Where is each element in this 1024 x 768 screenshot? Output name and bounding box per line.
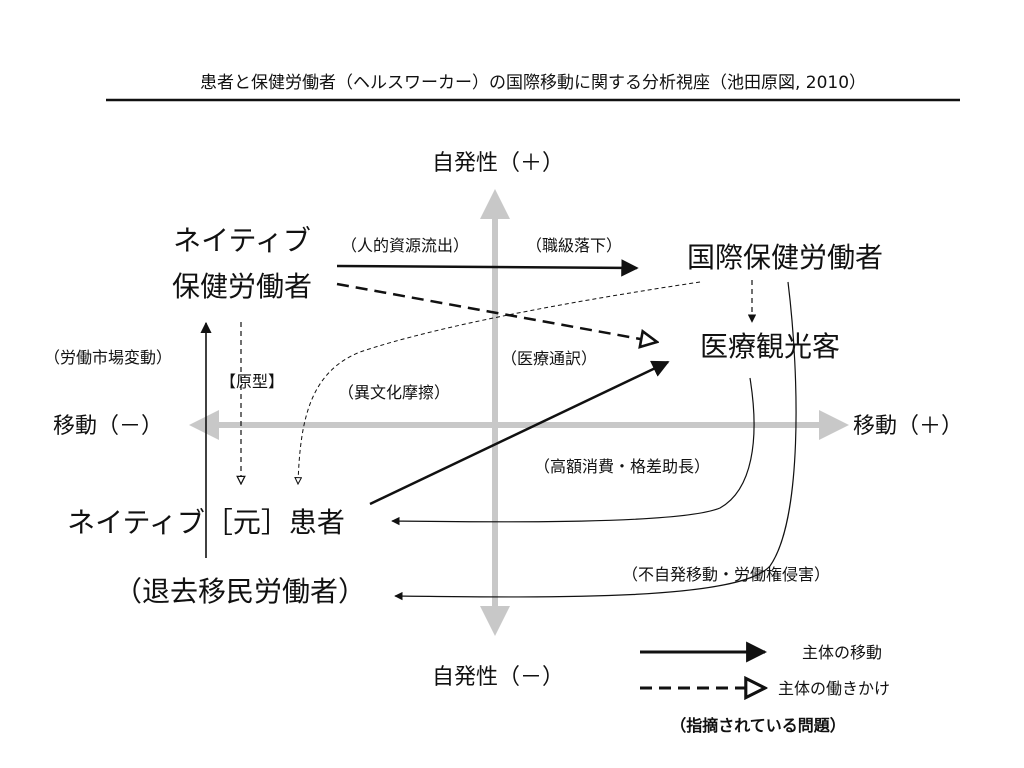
arrow-native-worker-to-international-worker xyxy=(336,259,639,277)
label-high-spending: （高額消費・格差助長） xyxy=(534,457,710,476)
label-medical-interpretation: （医療通訳） xyxy=(501,349,597,368)
dashed-arrow-cultural-friction xyxy=(298,281,701,484)
label-human-resource-outflow: （人的資源流出） xyxy=(341,236,469,255)
node-retired-migrant-worker: （退去移民労働者） xyxy=(114,575,366,608)
arrow-medical-tourist-return xyxy=(391,377,755,526)
page-title: 患者と保健労働者（ヘルスワーカー）の国際移動に関する分析視座（池田原図, 201… xyxy=(200,73,866,93)
axis-label-y-positive: 自発性（＋） xyxy=(432,151,564,176)
axis-label-y-negative: 自発性（－） xyxy=(432,665,564,690)
label-cultural-friction: （異文化摩擦） xyxy=(338,383,450,402)
node-international-health-worker: 国際保健労働者 xyxy=(687,241,883,274)
arrow-native-patient-to-medical-tourist xyxy=(369,360,670,506)
axis-label-x-negative: 移動（－） xyxy=(53,414,163,439)
node-medical-tourist: 医療観光客 xyxy=(700,330,840,363)
label-job-demotion: （職級落下） xyxy=(526,236,622,255)
legend-dashed-label: 主体の働きかけ xyxy=(778,679,890,698)
legend-solid-label: 主体の移動 xyxy=(802,643,882,662)
axis-label-x-positive: 移動（＋） xyxy=(853,414,963,439)
label-prototype: 【原型】 xyxy=(220,372,284,391)
dashed-arrow-native-worker-to-medical-tourist xyxy=(336,282,657,342)
arrow-international-worker-return xyxy=(394,281,797,601)
label-labor-market-change: （労働市場変動） xyxy=(44,348,172,367)
node-native-health-worker-line2: 保健労働者 xyxy=(172,270,312,303)
legend-note: （指摘されている問題） xyxy=(670,716,846,735)
label-involuntary-movement: （不自発移動・労働権侵害） xyxy=(622,565,830,584)
node-native-health-worker-line1: ネイティブ xyxy=(173,224,311,257)
